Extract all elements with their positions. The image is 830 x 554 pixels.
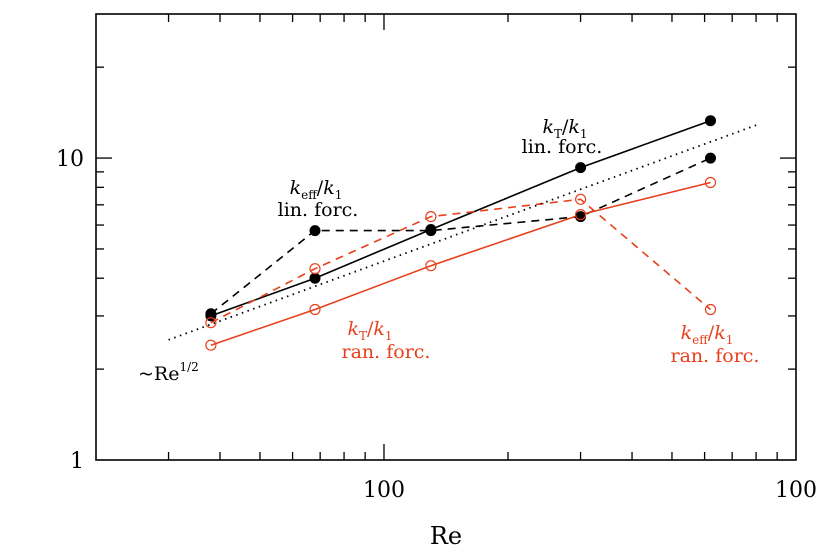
data-point bbox=[309, 225, 321, 237]
series-line-1 bbox=[210, 157, 711, 315]
data-point bbox=[704, 303, 717, 316]
data-point bbox=[705, 115, 716, 127]
svg-text:lin. forc.: lin. forc. bbox=[278, 199, 359, 221]
annotation-keff-lin: keff/k1 lin. forc. bbox=[278, 177, 359, 221]
svg-text:ran. forc.: ran. forc. bbox=[671, 345, 760, 367]
data-point bbox=[309, 263, 321, 275]
svg-text:lin. forc.: lin. forc. bbox=[522, 136, 603, 158]
data-point bbox=[309, 272, 321, 284]
data-point bbox=[309, 303, 321, 316]
data-point bbox=[205, 339, 217, 351]
data-point bbox=[205, 317, 217, 329]
data-point bbox=[575, 162, 587, 174]
annotation-re-half-sup: 1/2 bbox=[179, 360, 198, 374]
data-point bbox=[704, 176, 717, 189]
data-point bbox=[574, 209, 587, 221]
x-tick-label: 100 bbox=[775, 478, 817, 503]
svg-text:keff/k1: keff/k1 bbox=[290, 177, 343, 202]
data-point bbox=[574, 193, 587, 205]
annotation-re-half-prefix: ~Re bbox=[138, 363, 179, 385]
data-point bbox=[205, 308, 217, 320]
series-line-3 bbox=[210, 198, 712, 324]
plot-frame bbox=[95, 13, 797, 461]
y-tick-label: 1 bbox=[70, 449, 84, 474]
svg-text:kT/k1: kT/k1 bbox=[347, 318, 392, 343]
series-line-4 bbox=[168, 124, 757, 341]
x-axis-title: Re bbox=[430, 522, 462, 550]
series-line-2 bbox=[210, 181, 711, 346]
annotation-re-half: ~Re1/2 bbox=[138, 360, 199, 385]
data-point bbox=[425, 260, 437, 272]
data-point bbox=[705, 152, 716, 164]
y-tick-label: 10 bbox=[56, 147, 84, 172]
data-point bbox=[425, 225, 437, 237]
data-point bbox=[425, 211, 437, 223]
annotation-kT-ran: kT/k1 ran. forc. bbox=[342, 318, 431, 363]
svg-text:keff/k1: keff/k1 bbox=[681, 322, 734, 347]
annotation-keff-ran: keff/k1 ran. forc. bbox=[671, 322, 760, 367]
x-tick-label: 100 bbox=[363, 478, 405, 503]
svg-text:ran. forc.: ran. forc. bbox=[342, 341, 431, 363]
annotation-kT-lin: kT/k1 lin. forc. bbox=[522, 116, 603, 158]
svg-text:kT/k1: kT/k1 bbox=[542, 116, 587, 141]
